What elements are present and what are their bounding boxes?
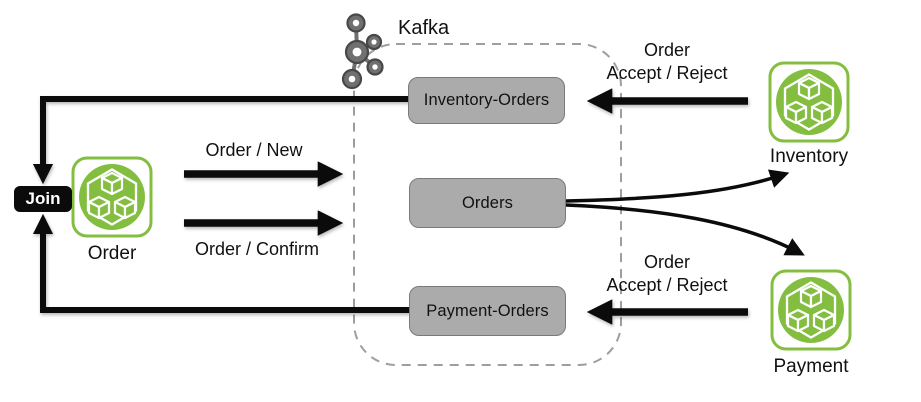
label-line: Accept / Reject [606,275,728,295]
arrow-orders-to-inventory [565,169,790,203]
order-new-label: Order / New [205,140,303,160]
topic-label: Payment-Orders [426,301,549,320]
topic-inventory-orders: Inventory-Orders [408,77,565,124]
arrow-inventory-orders-to-join [32,96,409,185]
label-line: Order [643,40,690,60]
kafka-label: Kafka [398,17,450,39]
order-service-caption: Order [87,243,137,264]
topic-label: Orders [461,193,514,212]
payment-service-icon [770,269,852,351]
join-badge: Join [14,186,72,212]
arrow-orders-to-payment [565,203,805,256]
inventory-service-caption: Inventory [769,146,849,167]
order-confirm-label: Order / Confirm [194,239,320,259]
topic-orders: Orders [409,178,566,228]
kafka-boundary [353,43,622,366]
payment-service-caption: Payment [773,356,849,377]
arrow-payment-orders-to-join [32,213,409,313]
payment-accept-reject-label: Order Accept / Reject [587,251,747,297]
topic-label: Inventory-Orders [423,91,550,109]
inventory-accept-reject-label: Order Accept / Reject [587,39,747,85]
inventory-service-icon [768,61,850,143]
kafka-icon [341,13,384,90]
label-line: Accept / Reject [606,63,728,83]
topic-payment-orders: Payment-Orders [409,286,566,336]
order-service-icon [71,156,153,238]
label-line: Order [643,252,690,272]
